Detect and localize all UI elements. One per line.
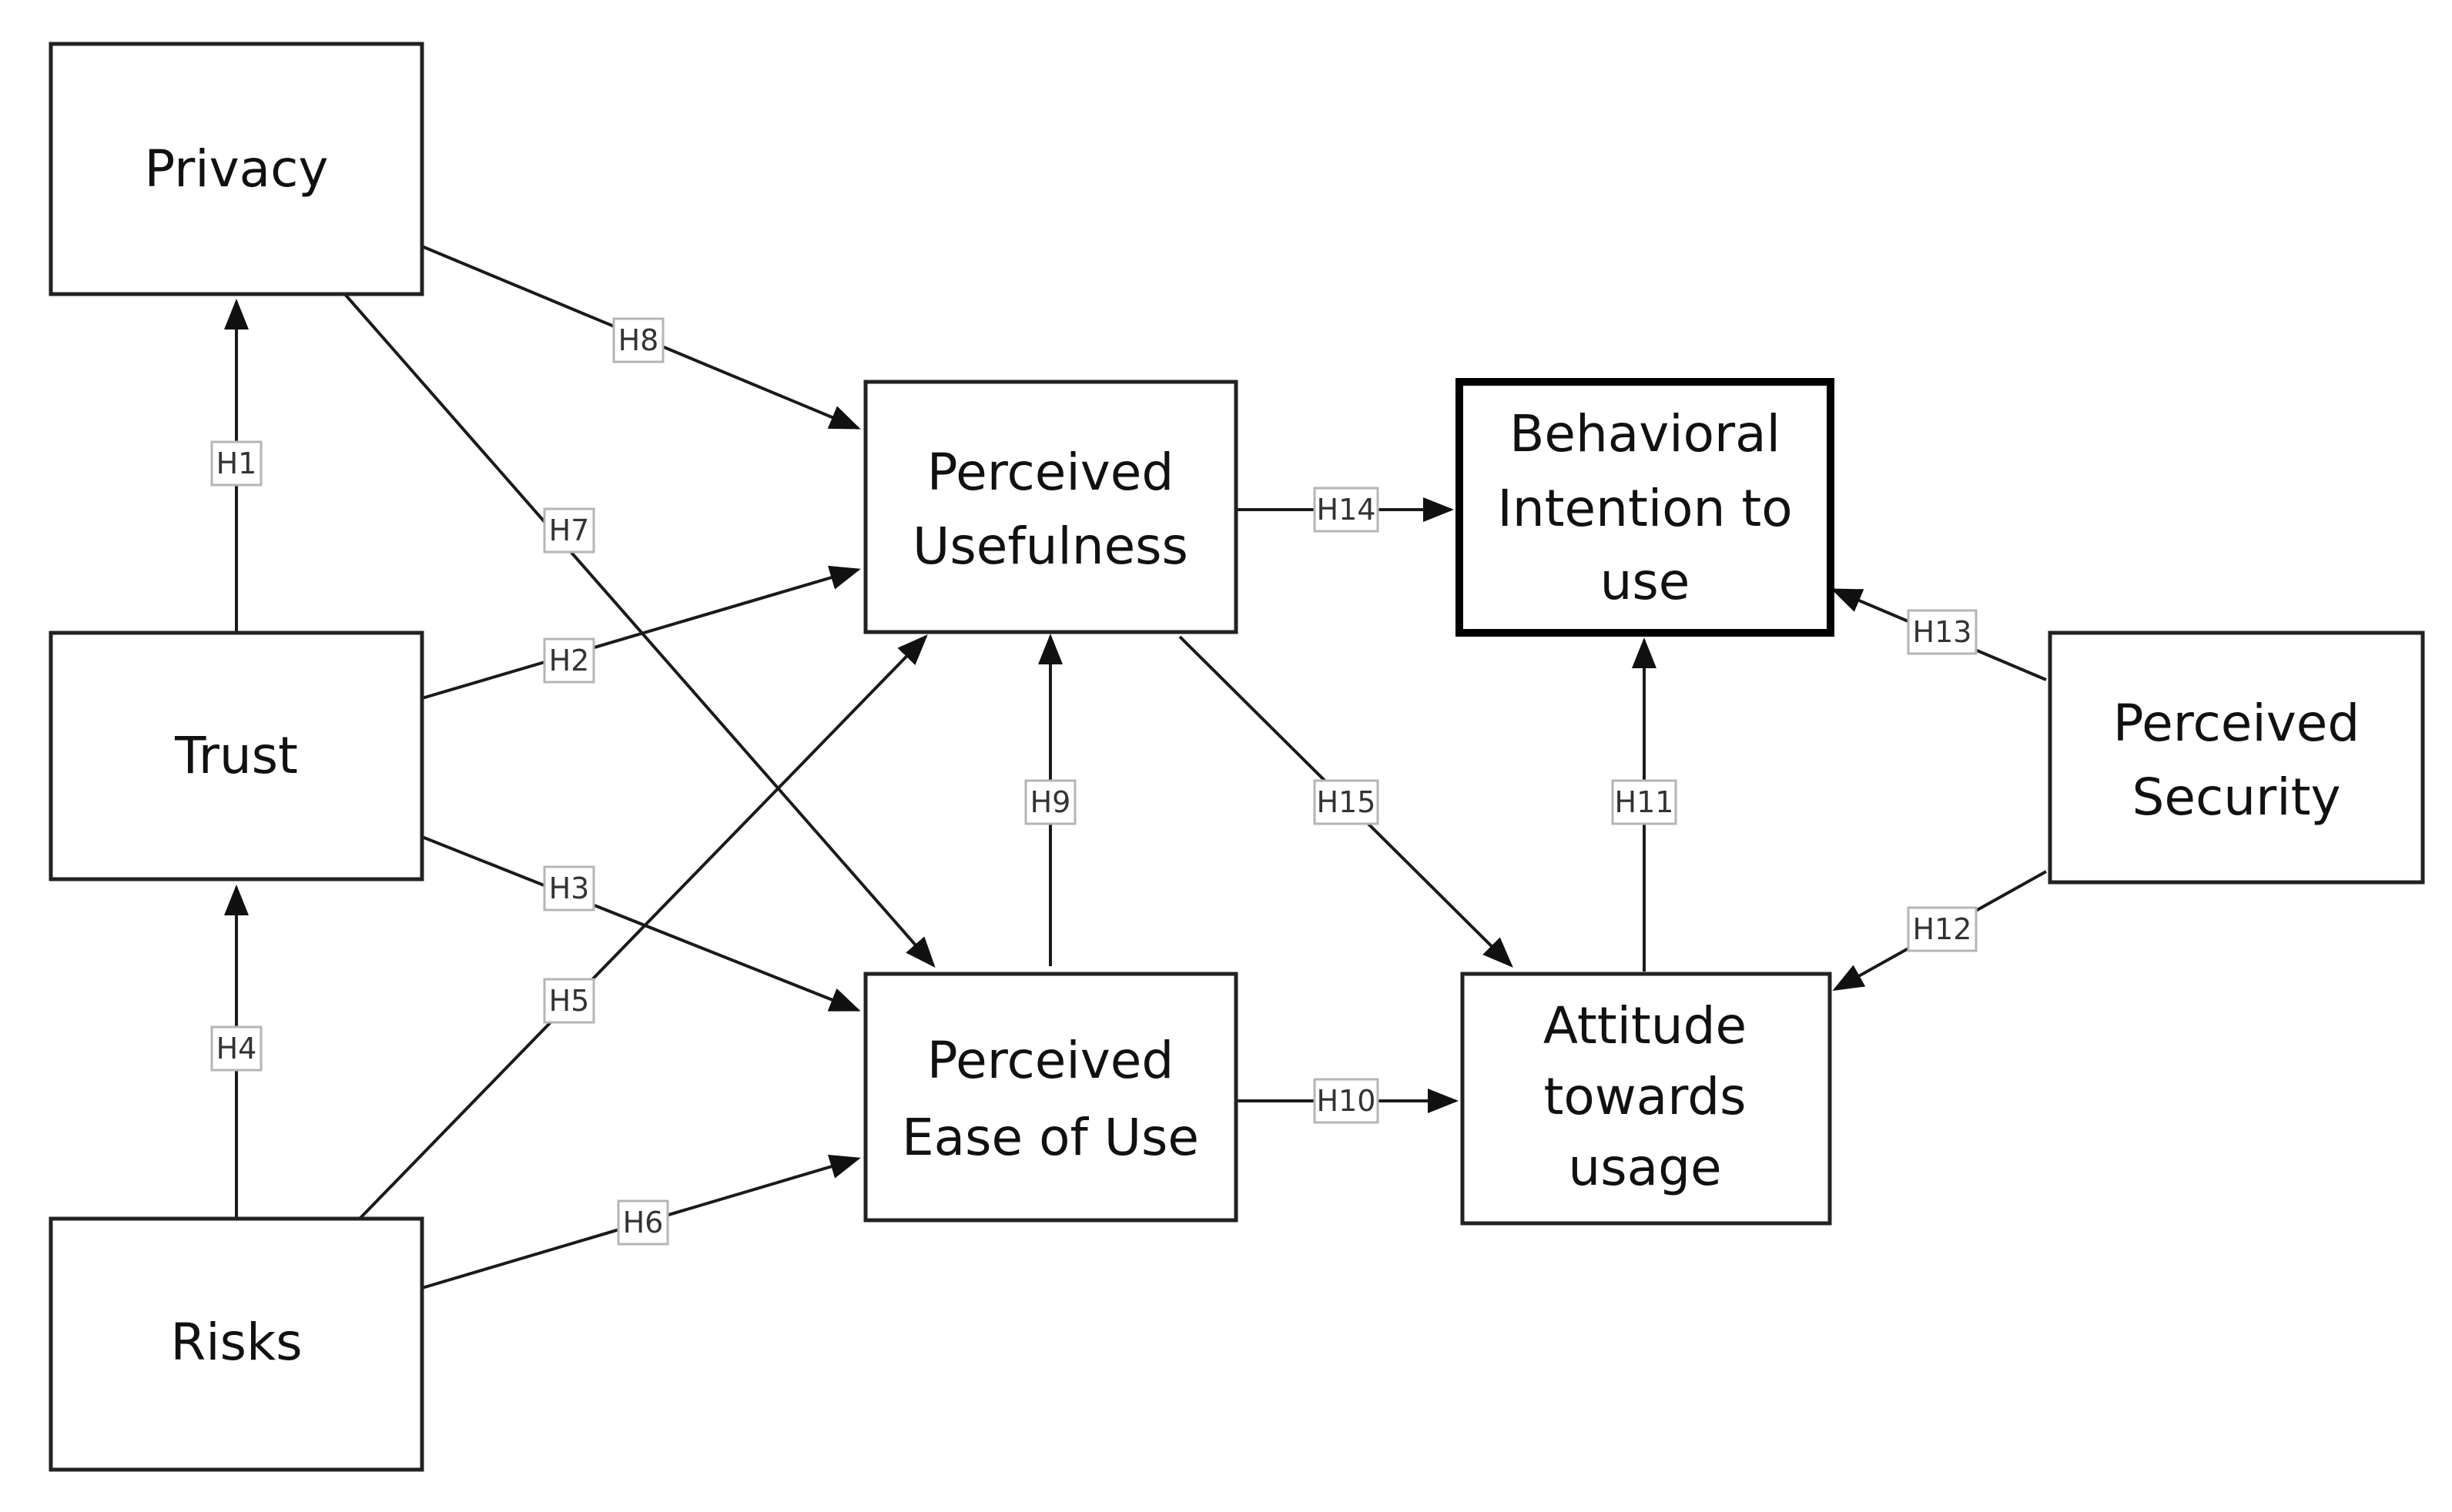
node-perceived-ease-of-use-line-1: Perceived (927, 1031, 1174, 1090)
edge-label-h1: H1 (216, 447, 257, 480)
node-attitude-line-2: towards (1544, 1067, 1747, 1126)
edge-label-h3: H3 (549, 871, 590, 905)
edge-h5: H5 (358, 634, 928, 1220)
node-behavioral-intention-line-1: Behavioral (1509, 404, 1780, 463)
edge-label-h10: H10 (1317, 1084, 1376, 1118)
edge-h13: H13 (1831, 588, 2047, 681)
edge-h3: H3 (421, 835, 861, 1012)
node-trust-label: Trust (174, 726, 298, 785)
edge-label-h4: H4 (216, 1032, 257, 1065)
edge-h7: H7 (342, 291, 936, 968)
node-privacy-label: Privacy (145, 139, 329, 199)
edge-label-h2: H2 (549, 644, 590, 677)
edge-h11: H11 (1611, 637, 1677, 972)
edge-h10: H10 (1236, 1078, 1459, 1124)
edge-h4: H4 (210, 885, 263, 1219)
node-behavioral-intention-line-3: use (1600, 552, 1690, 611)
node-attitude-line-1: Attitude (1543, 996, 1747, 1055)
node-risks: Risks (49, 1216, 424, 1472)
node-behavioral-intention-line-2: Intention to (1497, 479, 1792, 538)
edge-h15: H15 (1178, 635, 1513, 968)
node-perceived-security-line-1: Perceived (2113, 694, 2360, 753)
edge-label-h6: H6 (623, 1206, 664, 1239)
edge-label-h5: H5 (549, 984, 590, 1018)
node-attitude-towards-usage: Attitude towards usage (1460, 972, 1832, 1226)
edge-label-h7: H7 (549, 513, 590, 547)
edge-h8: H8 (421, 245, 861, 430)
edge-label-h12: H12 (1913, 912, 1972, 946)
node-perceived-ease-of-use-line-2: Ease of Use (902, 1108, 1199, 1167)
edge-h12: H12 (1832, 870, 2047, 991)
edge-h6: H6 (421, 1154, 861, 1290)
edge-h1: H1 (210, 299, 263, 633)
node-perceived-security: Perceived Security (2048, 631, 2425, 885)
edge-label-h14: H14 (1317, 493, 1376, 527)
node-privacy: Privacy (49, 42, 424, 296)
node-risks-label: Risks (170, 1313, 302, 1372)
edge-h14: H14 (1236, 487, 1454, 533)
node-perceived-usefulness: Perceived Usefulness (863, 380, 1238, 634)
node-trust: Trust (49, 631, 424, 881)
node-attitude-line-3: usage (1568, 1138, 1721, 1197)
node-perceived-ease-of-use: Perceived Ease of Use (863, 972, 1238, 1223)
edge-label-h11: H11 (1615, 785, 1674, 819)
edge-label-h8: H8 (618, 323, 659, 357)
edge-label-h15: H15 (1317, 785, 1376, 819)
edge-label-h13: H13 (1913, 615, 1972, 649)
edge-h2: H2 (421, 565, 861, 700)
node-behavioral-intention: Behavioral Intention to use (1455, 378, 1834, 637)
node-perceived-usefulness-line-1: Perceived (927, 443, 1174, 502)
edge-h9: H9 (1024, 634, 1077, 966)
node-perceived-usefulness-line-2: Usefulness (913, 517, 1188, 576)
edge-label-h9: H9 (1030, 785, 1071, 819)
node-perceived-security-line-2: Security (2132, 768, 2340, 827)
